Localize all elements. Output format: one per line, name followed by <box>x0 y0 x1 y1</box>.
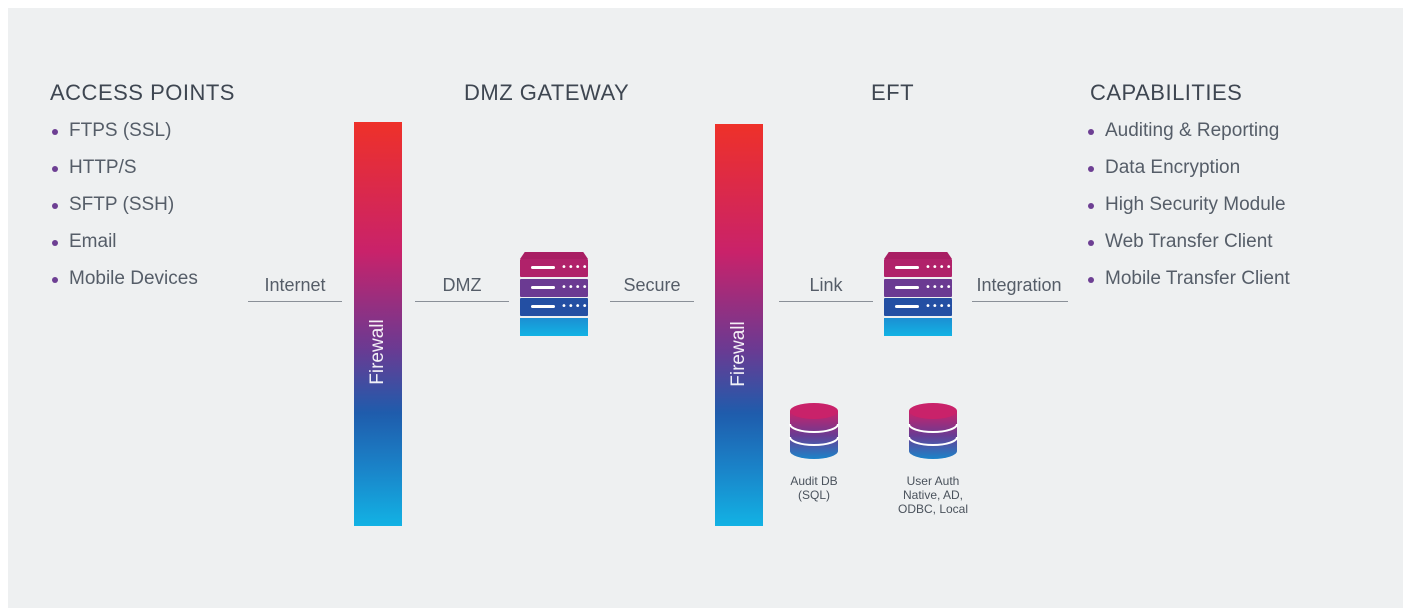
audit-db-icon <box>789 402 839 460</box>
list-item: Web Transfer Client <box>1086 223 1290 260</box>
connection-label-internet: Internet <box>264 275 326 295</box>
audit-db-label-line: (SQL) <box>797 488 830 502</box>
list-item: Auditing & Reporting <box>1086 112 1290 149</box>
connection-line-integration <box>972 301 1068 302</box>
access-points-list: FTPS (SSL) HTTP/S SFTP (SSH) Email Mobil… <box>50 112 198 297</box>
list-item: HTTP/S <box>50 149 198 186</box>
list-item: Mobile Devices <box>50 260 198 297</box>
connection-label-integration: Integration <box>976 275 1062 295</box>
capabilities-heading: CAPABILITIES <box>1090 80 1243 105</box>
list-item: SFTP (SSH) <box>50 186 198 223</box>
eft-heading: EFT <box>871 80 915 105</box>
user-auth-db-label: User Auth Native, AD, ODBC, Local <box>883 474 983 516</box>
eft-server-icon: •••• •••• •••• <box>884 252 952 336</box>
capabilities-list: Auditing & Reporting Data Encryption Hig… <box>1086 112 1290 297</box>
dmz-gateway-heading: DMZ GATEWAY <box>464 80 630 105</box>
connection-label-dmz: DMZ <box>442 275 482 295</box>
list-item: Mobile Transfer Client <box>1086 260 1290 297</box>
firewall-right: Firewall <box>715 124 763 526</box>
diagram-panel <box>8 8 1403 608</box>
firewall-label: Firewall <box>728 321 749 387</box>
dmz-gateway-server-icon: •••• •••• •••• <box>520 252 588 336</box>
connection-label-link: Link <box>809 275 843 295</box>
firewall-label: Firewall <box>367 319 388 385</box>
user-auth-db-label-line: Native, AD, <box>902 488 964 502</box>
user-auth-db-icon <box>908 402 958 460</box>
list-item: FTPS (SSL) <box>50 112 198 149</box>
user-auth-db-label-line: User Auth <box>906 474 960 488</box>
audit-db-label-line: Audit DB <box>790 474 838 488</box>
list-item: High Security Module <box>1086 186 1290 223</box>
connection-line-internet <box>248 301 342 302</box>
firewall-left: Firewall <box>354 122 402 526</box>
connection-line-dmz <box>415 301 509 302</box>
list-item: Email <box>50 223 198 260</box>
audit-db-label: Audit DB (SQL) <box>764 474 864 502</box>
connection-line-secure <box>610 301 694 302</box>
access-points-heading: ACCESS POINTS <box>50 80 235 105</box>
list-item: Data Encryption <box>1086 149 1290 186</box>
connection-label-secure: Secure <box>623 275 681 295</box>
user-auth-db-label-line: ODBC, Local <box>897 502 969 516</box>
connection-line-link <box>779 301 873 302</box>
